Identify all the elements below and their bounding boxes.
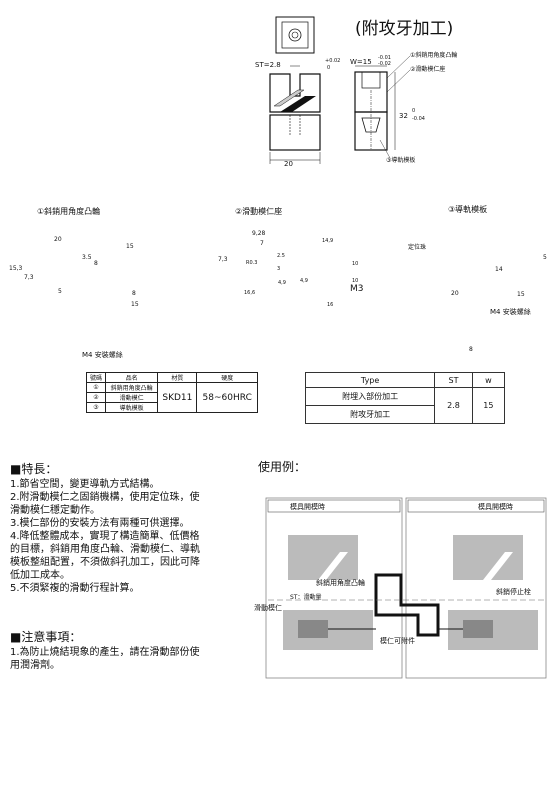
st-tolerance-bottom: 0 <box>327 65 331 71</box>
caution-line: 用潤滑劑。 <box>10 660 60 671</box>
usage-label-pin: 斜銷停止栓 <box>496 588 531 596</box>
s2-dim-r0-3: R0.3 <box>246 260 258 266</box>
mt-header-hardness: 硬度 <box>196 372 258 383</box>
tt-w-value: 15 <box>471 387 506 424</box>
material-table: 號碼 品名 材質 硬度 ① 斜銷用角度凸輪 SKD11 58~60HRC ② 滑… <box>86 372 258 413</box>
height-tolerance-top: 0 <box>412 108 416 114</box>
tt-st-value: 2.8 <box>434 387 473 424</box>
s1-dim-8b: 8 <box>132 290 136 297</box>
features-heading: ■特長： <box>10 462 58 476</box>
feature-line: 4.降低整體成本，實現了構造簡單、低價格 <box>10 531 200 542</box>
feature-line: 的目標，斜銷用角度凸輪、滑動模仁、導軌 <box>10 544 200 555</box>
s2-dim-4-9a: 4,9 <box>278 280 286 286</box>
feature-line: 1.節省空間，變更導軌方式結構。 <box>10 479 160 490</box>
type-table: Type ST w 附埋入部份加工 2.8 15 附攻牙加工 <box>304 372 506 424</box>
cautions-list: 1.為防止燒結現象的產生，請在滑動部份使 用潤滑劑。 <box>10 646 200 672</box>
tt-row2-type: 附攻牙加工 <box>304 405 436 424</box>
s3-dim-20: 20 <box>451 290 459 297</box>
usage-diagram <box>265 497 547 679</box>
mt-row2-no: ② <box>86 392 106 403</box>
s1-dim-15: 15 <box>126 243 134 250</box>
mt-hardness: 58~60HRC <box>196 382 258 413</box>
tt-header-st: ST <box>434 372 473 388</box>
s3-dim-14: 14 <box>495 266 503 273</box>
usage-label-slide: 滑動模仁 <box>254 604 282 612</box>
mt-header-material: 材質 <box>157 372 198 383</box>
callout-guide-plate: ③導軌模板 <box>386 157 416 164</box>
s1-dim-15b: 15 <box>131 301 139 308</box>
feature-line: 模板整組配置，不須做斜孔加工，因此可降 <box>10 557 200 568</box>
s2-m3-label: M3 <box>350 284 364 294</box>
mt-header-no: 號碼 <box>86 372 106 383</box>
callout-slide-seat: ②滑動模仁座 <box>410 66 446 73</box>
feature-line: 3.模仁部份的安裝方法有兩種可供選擇。 <box>10 518 190 529</box>
tt-header-type: Type <box>304 372 436 388</box>
usage-heading: 使用例： <box>258 460 307 474</box>
feature-line: 滑動模仁穩定動作。 <box>10 505 100 516</box>
s2-dim-9-28: 9,28 <box>252 230 266 237</box>
mt-material: SKD11 <box>157 382 198 413</box>
mt-row2-name: 滑動模仁 <box>104 392 159 403</box>
s2-dim-16-6: 16,6 <box>244 290 256 296</box>
s3-dim-5: 5 <box>543 254 547 261</box>
callout-cam: ①斜銷用角度凸輪 <box>410 52 458 59</box>
mt-row3-name: 導軌模板 <box>104 402 159 413</box>
feature-line: 2.附滑動模仁之固銷機構，使用定位珠，使 <box>10 492 200 503</box>
s1-dim-5: 5 <box>58 288 62 295</box>
cautions-heading: ■注意事項： <box>10 630 82 644</box>
s1-bolt-label: M4 安裝螺絲 <box>82 351 123 359</box>
s2-dim-7-3: 7,3 <box>218 256 228 263</box>
features-list: 1.節省空間，變更導軌方式結構。 2.附滑動模仁之固銷機構，使用定位珠，使 滑動… <box>10 478 200 595</box>
s3-dim-8: 8 <box>469 346 473 353</box>
section-1-title: ①斜銷用角度凸輪 <box>37 207 101 216</box>
usage-label-st: ST：滑動量 <box>290 594 322 601</box>
s2-dim-14-9: 14,9 <box>322 238 334 244</box>
top-assembly-drawing <box>269 16 411 164</box>
mt-row3-no: ③ <box>86 402 106 413</box>
s2-dim-10b: 10 <box>352 278 359 284</box>
tt-row1-type: 附埋入部份加工 <box>304 387 436 406</box>
s2-dim-2-5: 2.5 <box>277 253 285 259</box>
mt-header-name: 品名 <box>104 372 159 383</box>
s3-locator-label: 定位珠 <box>408 244 427 251</box>
s1-dim-8: 8 <box>94 260 98 267</box>
width-dimension: 20 <box>284 160 293 168</box>
page-title: (附攻牙加工) <box>355 19 454 39</box>
feature-line: 低加工成本。 <box>10 570 70 581</box>
usage-label-right-plate: 模具開模時 <box>478 503 513 511</box>
s1-dim-3-5: 3.5 <box>82 254 92 261</box>
w-tolerance-bottom: -0.02 <box>378 61 391 67</box>
mt-row1-name: 斜銷用角度凸輪 <box>104 382 159 393</box>
section-2-title: ②滑動模仁座 <box>235 207 283 216</box>
usage-label-left-plate: 模具開模時 <box>290 503 325 511</box>
s2-dim-16: 16 <box>327 302 334 308</box>
caution-line: 1.為防止燒結現象的產生，請在滑動部份使 <box>10 647 200 658</box>
section-3-title: ③導軌模板 <box>448 205 488 214</box>
s1-dim-15-3: 15,3 <box>9 265 23 272</box>
s1-dim-20: 20 <box>54 236 62 243</box>
usage-label-cam: 斜銷用角度凸輪 <box>316 579 365 587</box>
s1-dim-7-3: 7,3 <box>24 274 34 281</box>
w-tolerance-top: -0.01 <box>378 55 391 61</box>
s3-dim-15: 15 <box>517 291 525 298</box>
s2-dim-7: 7 <box>260 240 264 247</box>
s2-dim-10: 10 <box>352 261 359 267</box>
mt-row1-no: ① <box>86 382 106 393</box>
s2-dim-4-9b: 4,9 <box>300 278 308 284</box>
s2-dim-3: 3 <box>277 266 281 272</box>
height-tolerance-bottom: -0.04 <box>412 116 425 122</box>
w-dimension: W=15 <box>350 58 372 66</box>
usage-label-core: 模仁可附件 <box>380 637 415 645</box>
height-dimension: 32 <box>399 112 408 120</box>
feature-line: 5.不須緊複的滑動行程計算。 <box>10 583 140 594</box>
st-tolerance-top: +0.02 <box>325 58 341 64</box>
st-dimension: ST=2.8 <box>255 61 281 69</box>
s3-bolt-label: M4 安裝螺絲 <box>490 308 531 316</box>
tt-header-w: w <box>471 372 506 388</box>
